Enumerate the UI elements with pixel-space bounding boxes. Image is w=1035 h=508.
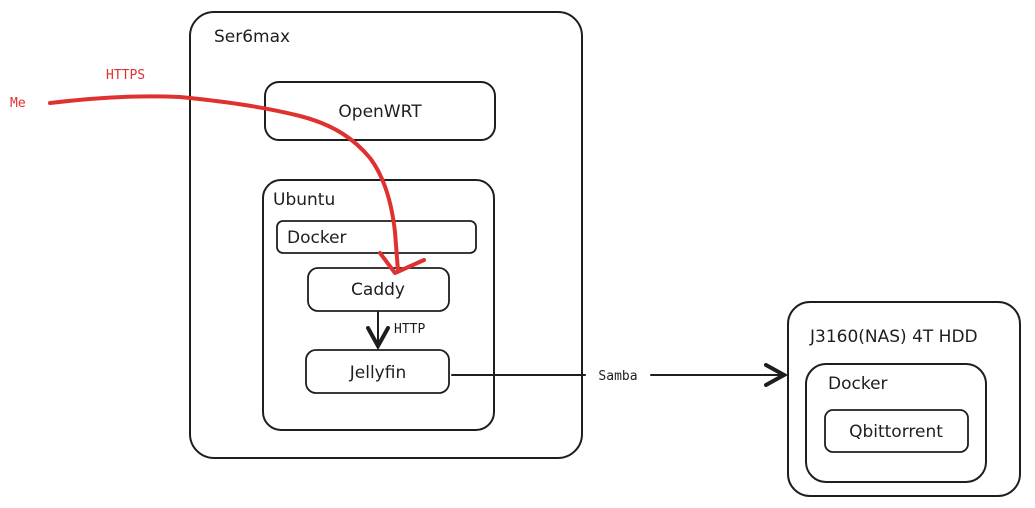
- qbittorrent-label: Qbittorrent: [849, 422, 943, 442]
- docker-nas-label: Docker: [828, 374, 888, 394]
- docker-ubuntu-box: [276, 220, 477, 254]
- jellyfin-label: Jellyfin: [349, 363, 406, 383]
- http-label: HTTP: [394, 322, 425, 337]
- samba-label: Samba: [598, 369, 637, 384]
- nas-label: J3160(NAS) 4T HDD: [809, 327, 978, 347]
- ubuntu-label: Ubuntu: [273, 190, 335, 210]
- me-label: Me: [10, 96, 26, 111]
- caddy-label: Caddy: [351, 280, 405, 300]
- caddy-box: [307, 267, 450, 312]
- jellyfin-box: [305, 349, 450, 394]
- qbittorrent-box: [824, 409, 969, 453]
- docker-ubuntu-label: Docker: [287, 228, 347, 248]
- https-request-path: [48, 94, 400, 273]
- https-request-arrowhead: [378, 251, 426, 275]
- https-label: HTTPS: [106, 68, 145, 83]
- openwrt-label: OpenWRT: [338, 102, 422, 122]
- ser6max-label: Ser6max: [214, 27, 290, 47]
